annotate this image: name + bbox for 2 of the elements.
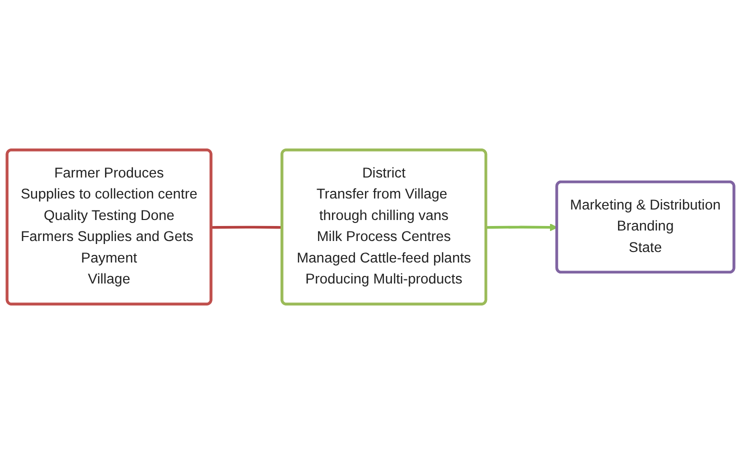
arrow xyxy=(486,223,558,232)
connector xyxy=(211,226,282,229)
